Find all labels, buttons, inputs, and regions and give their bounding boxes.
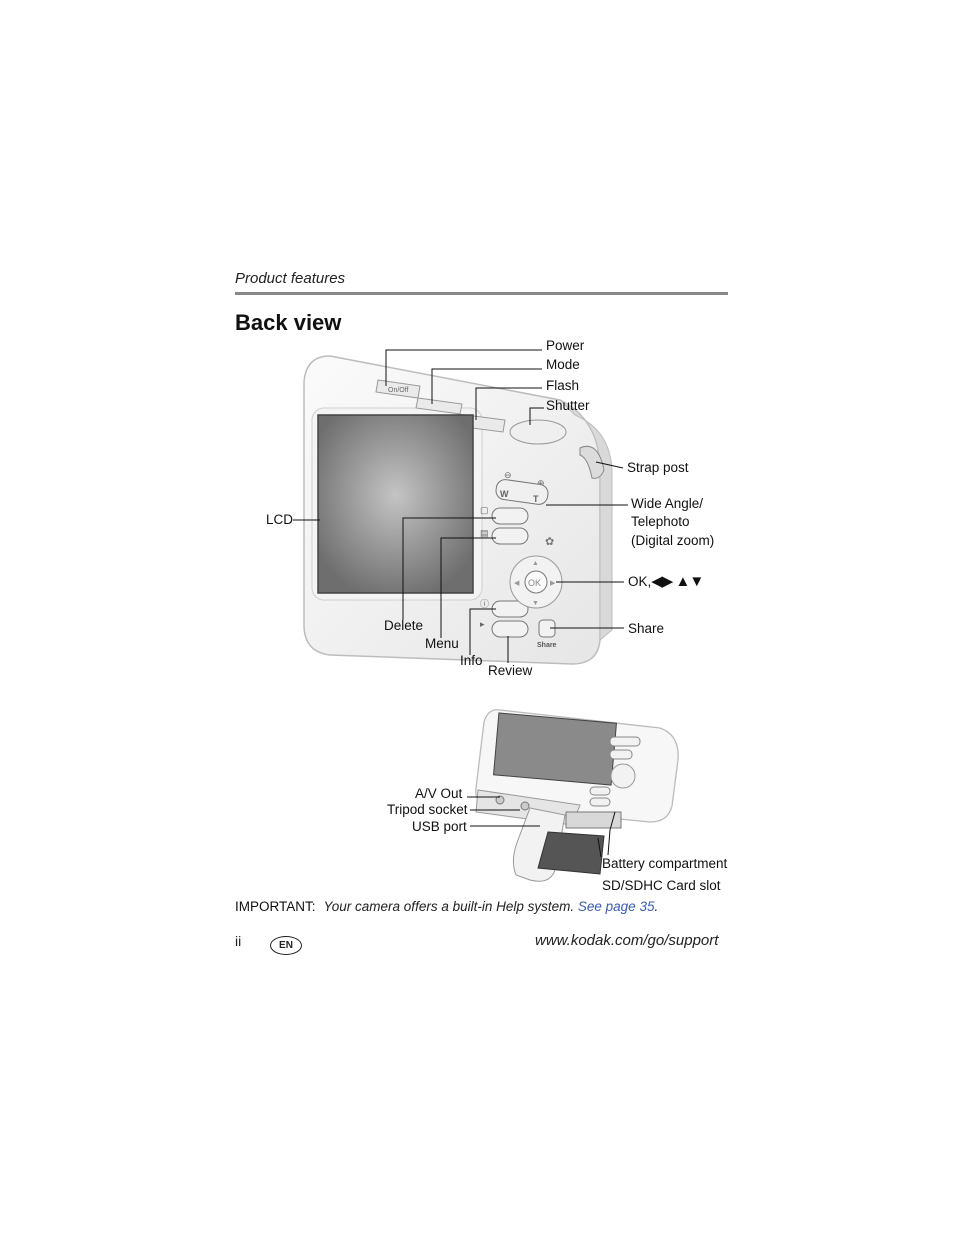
camera-open-body — [475, 709, 679, 826]
header-rule — [235, 292, 728, 295]
callout-review: Review — [488, 663, 533, 678]
shutter-button — [509, 419, 567, 445]
zoom-rocker: ⊖ ⊕ W T — [495, 470, 549, 505]
callout-tripod-socket: Tripod socket — [387, 802, 468, 817]
strap-post — [579, 445, 605, 479]
open-leader-lines — [467, 796, 616, 858]
callout-mode: Mode — [546, 357, 580, 372]
svg-text:▢: ▢ — [480, 505, 489, 515]
ok-label: OK — [528, 578, 541, 588]
callout-digital-zoom: (Digital zoom) — [631, 533, 715, 548]
ok-dpad: OK ▲ ▼ ◀ ▶ — [509, 555, 563, 609]
callout-battery-compartment: Battery compartment — [602, 856, 728, 871]
callout-usb-port: USB port — [412, 819, 467, 834]
svg-text:◀: ◀ — [514, 580, 520, 587]
important-note: IMPORTANT: Your camera offers a built-in … — [235, 899, 658, 914]
section-header: Product features — [235, 270, 346, 287]
language-badge: EN — [270, 936, 302, 955]
svg-text:⊖: ⊖ — [504, 470, 512, 480]
important-label: IMPORTANT: — [235, 899, 316, 914]
callout-wide-angle: Wide Angle/ — [631, 496, 704, 511]
callout-share: Share — [628, 621, 665, 636]
callout-flash: Flash — [546, 378, 580, 393]
share-label: Share — [537, 642, 557, 649]
t-label: T — [533, 494, 539, 504]
on-off-label: On/Off — [388, 387, 409, 394]
callout-strap-post: Strap post — [627, 460, 689, 475]
callout-delete: Delete — [384, 618, 424, 633]
callout-telephoto: Telephoto — [631, 514, 690, 529]
callout-power: Power — [546, 338, 585, 353]
svg-text:▸: ▸ — [480, 619, 485, 629]
lcd-screen — [317, 414, 474, 594]
svg-text:⊕: ⊕ — [537, 478, 545, 488]
callout-card-slot: SD/SDHC Card slot — [602, 878, 721, 893]
page-title: Back view — [235, 310, 342, 335]
svg-text:▲: ▲ — [532, 560, 539, 567]
important-end: . — [654, 899, 659, 914]
w-label: W — [500, 489, 509, 499]
leader-lines — [293, 349, 628, 663]
svg-text:✿: ✿ — [545, 536, 554, 548]
callout-shutter: Shutter — [546, 398, 590, 413]
callout-lcd: LCD — [266, 512, 294, 527]
side-buttons: ▢ ▤ ✿ ⓘ ▸ — [480, 505, 554, 638]
svg-text:ⓘ: ⓘ — [480, 599, 489, 609]
svg-text:▼: ▼ — [532, 600, 539, 607]
support-url-link[interactable]: www.kodak.com/go/support — [535, 932, 719, 949]
sd-card — [537, 831, 605, 875]
page-number: ii — [235, 933, 242, 949]
arrow-keys-icon: ◀▶ ▲▼ — [651, 573, 704, 590]
callout-ok-text: OK, — [628, 574, 652, 589]
callout-menu: Menu — [425, 636, 459, 651]
important-text: Your camera offers a built-in Help syste… — [323, 899, 575, 914]
svg-text:▤: ▤ — [480, 528, 489, 538]
callout-info: Info — [460, 653, 483, 668]
svg-text:▶: ▶ — [550, 580, 556, 587]
callout-ok: OK,◀▶ ▲▼ — [628, 573, 704, 591]
battery — [565, 811, 622, 829]
see-page-link[interactable]: See page 35 — [577, 899, 655, 914]
top-buttons: On/Off — [375, 379, 567, 445]
callout-av-out: A/V Out — [415, 786, 463, 801]
